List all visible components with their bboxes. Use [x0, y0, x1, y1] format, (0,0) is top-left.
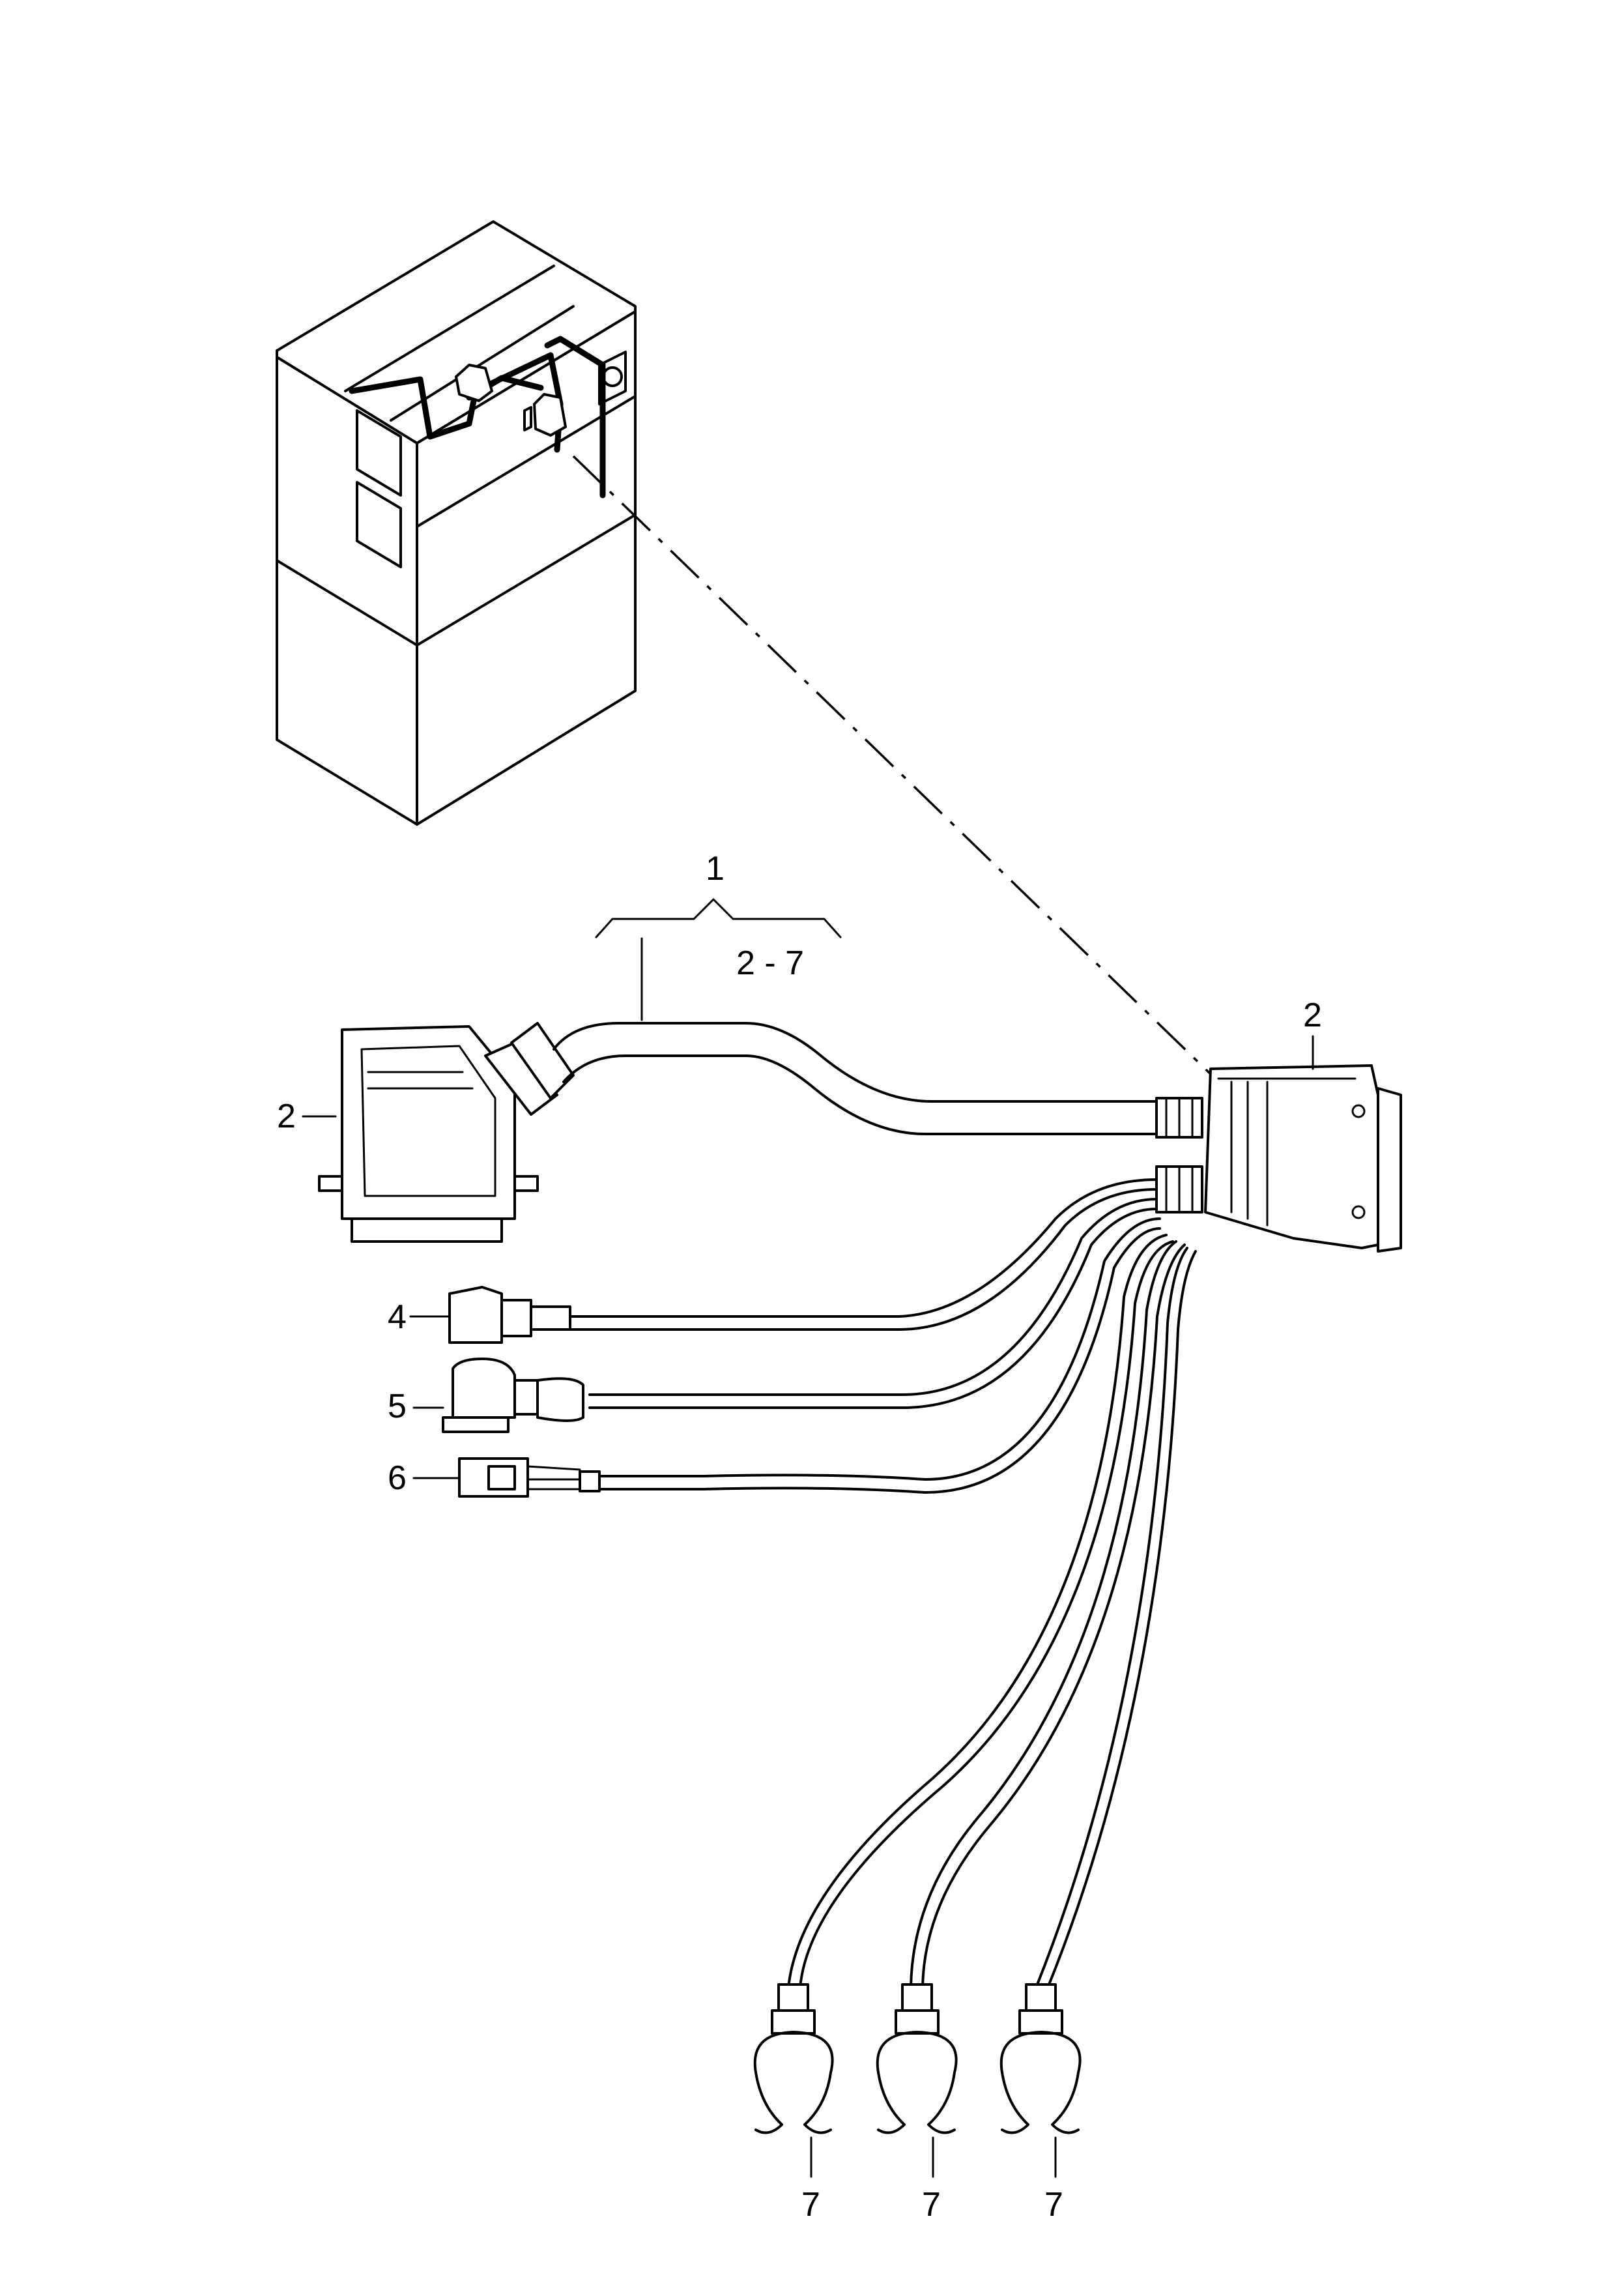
callout-group-right-2: 2 — [1303, 996, 1322, 1070]
right-connector-housing — [1155, 1064, 1402, 1253]
callout-7-c: 7 — [1044, 2186, 1063, 2224]
callout-7-b: 7 — [922, 2186, 941, 2224]
equipment-cabinet — [276, 220, 637, 826]
callout-7-a: 7 — [801, 2186, 820, 2224]
leader-line — [572, 455, 1213, 1077]
assembly-bracket: 1 2 - 7 — [595, 850, 842, 1021]
clip-c: 7 — [999, 1983, 1082, 2224]
item-5-plug: 5 — [388, 1358, 584, 1433]
callout-2-left: 2 — [277, 1097, 296, 1135]
callout-6: 6 — [388, 1459, 407, 1497]
item-4-plug: 4 — [388, 1286, 571, 1344]
callout-group-left-2: 2 — [277, 1097, 337, 1135]
callout-2-right: 2 — [1303, 996, 1322, 1034]
item-6-connector: 6 — [388, 1457, 601, 1498]
callout-4: 4 — [388, 1298, 407, 1336]
callout-2-7: 2 - 7 — [736, 944, 804, 982]
clip-a: 7 — [753, 1983, 834, 2224]
branch-cables — [569, 1178, 1197, 1989]
callout-5: 5 — [388, 1388, 407, 1425]
callout-1: 1 — [706, 850, 725, 888]
left-connector-housing — [318, 1022, 575, 1243]
clip-b: 7 — [876, 1983, 958, 2224]
